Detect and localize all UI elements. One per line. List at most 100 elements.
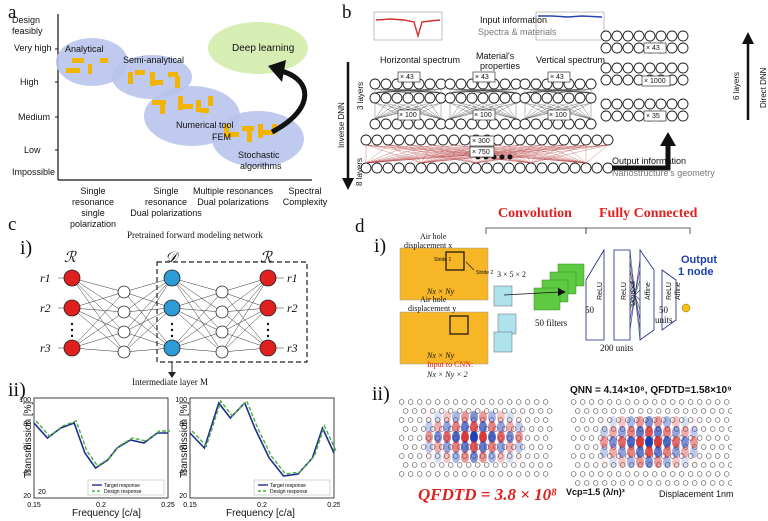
field-lobe [515, 441, 523, 453]
air-hole [583, 426, 590, 432]
neuron [602, 134, 614, 146]
air-hole [483, 462, 490, 468]
air-hole [420, 408, 427, 414]
connection [449, 88, 473, 94]
air-hole [610, 480, 617, 486]
neuron [633, 42, 645, 54]
air-hole [411, 444, 418, 450]
input-map-y [399, 311, 489, 365]
neuron [530, 118, 542, 130]
air-hole [528, 462, 535, 468]
vcp-label: Vcp=1.5 (λ/n)³ [566, 487, 625, 497]
air-hole [510, 444, 517, 450]
air-hole [407, 453, 414, 459]
air-hole [588, 417, 595, 423]
connection [123, 291, 173, 309]
air-hole [655, 408, 662, 414]
field-lobe [627, 446, 635, 458]
y-tick-label: 100 [175, 397, 187, 404]
neuron [444, 78, 456, 90]
neuron [600, 98, 612, 110]
neuron [499, 118, 511, 130]
air-hole [664, 480, 671, 486]
air-hole [691, 444, 698, 450]
connection [123, 331, 173, 349]
field-lobe [434, 411, 442, 423]
affine-1: Affine [645, 282, 652, 300]
air-hole [519, 408, 526, 414]
field-lobe [488, 411, 496, 423]
y-tick-label: 80 [179, 421, 187, 428]
air-hole [678, 453, 685, 459]
air-hole [447, 408, 454, 414]
air-hole [537, 426, 544, 432]
field-lobe [663, 446, 671, 458]
neuron [569, 162, 581, 174]
connection [171, 277, 223, 293]
output-2: 1 node [678, 266, 714, 278]
field-lobe [479, 451, 487, 463]
air-hole [696, 417, 703, 423]
neuron [117, 325, 131, 339]
field-lobe [461, 431, 469, 443]
field-lobe [461, 451, 469, 463]
panel-b-graphic [342, 11, 754, 190]
x-tick-label: 0.2 [257, 502, 267, 509]
neuron [622, 62, 634, 74]
neuron [369, 78, 381, 90]
ellipsis-dot [70, 322, 74, 326]
air-hole [546, 426, 553, 432]
connection [71, 311, 125, 349]
field-lobe [488, 441, 496, 453]
input-cnn: Input to CNN: [427, 360, 474, 369]
field-lobe [506, 411, 514, 423]
field-lobe [681, 456, 689, 468]
field-lobe [654, 436, 662, 448]
field-lobe [479, 411, 487, 423]
x-axis-title-line-2: Complexity [282, 197, 328, 207]
air-hole [628, 408, 635, 414]
neuron [558, 162, 570, 174]
mult-750: × 750 [472, 149, 490, 156]
connection [420, 144, 455, 164]
air-y-2: displacement y [408, 304, 457, 313]
air-hole [574, 444, 581, 450]
neuron [611, 110, 623, 122]
r-script-left: ℛ [64, 250, 76, 266]
air-hole [709, 408, 716, 414]
connection [171, 291, 223, 349]
air-hole [723, 435, 730, 441]
connection [171, 277, 223, 333]
neuron [444, 118, 456, 130]
field-lobe [443, 431, 451, 443]
neuron [547, 134, 559, 146]
air-hole [537, 444, 544, 450]
x-tick-label: 0.15 [27, 502, 41, 509]
connection [71, 291, 125, 349]
connection [71, 331, 125, 349]
neuron [563, 92, 575, 104]
dropout-label: Dropout [630, 281, 637, 306]
neuron [371, 134, 383, 146]
air-hole [727, 480, 732, 486]
neuron [455, 118, 467, 130]
x-level-1-line-4: polarization [69, 219, 117, 229]
plot-frame [33, 397, 169, 499]
field-lobe [663, 436, 671, 448]
neuron [574, 92, 586, 104]
air-hole [723, 399, 730, 405]
r2-left: r2 [40, 301, 51, 315]
connection [365, 144, 455, 164]
nxny-bottom: Nx × Ny [427, 351, 455, 360]
connection [221, 277, 269, 353]
connection [530, 144, 609, 164]
field-lobe [690, 416, 698, 428]
air-hole [542, 471, 549, 477]
field-map-right [566, 396, 732, 488]
air-hole [570, 471, 577, 477]
air-hole [407, 417, 414, 423]
neuron [552, 118, 564, 130]
connection [420, 144, 433, 164]
air-hole [597, 471, 604, 477]
neuron [369, 92, 381, 104]
